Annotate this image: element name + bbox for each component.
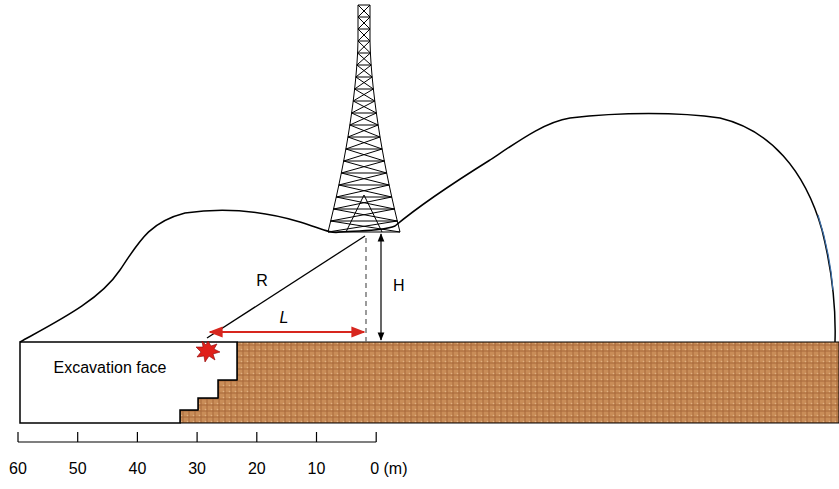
region-label-box: Excavation face — [24, 352, 196, 384]
scale-number: 20 — [248, 460, 266, 478]
scale-number: 0 (m) — [370, 460, 407, 478]
blast-symbol — [196, 341, 220, 362]
height-arrow — [380, 234, 381, 340]
distance-label: L — [280, 309, 289, 327]
transmission-tower — [328, 5, 400, 232]
scale-bar — [18, 432, 376, 442]
distance-arrow — [210, 331, 364, 333]
excavation-area — [20, 342, 237, 423]
scale-number: 30 — [188, 460, 206, 478]
region-label: Excavation face — [54, 359, 167, 377]
slope-mark — [818, 215, 833, 290]
rock-mass — [180, 342, 839, 423]
vertical-dashed-line — [365, 238, 366, 342]
scale-number: 10 — [308, 460, 326, 478]
hill-outline — [20, 114, 835, 343]
scale-number: 50 — [69, 460, 87, 478]
radius-line — [207, 236, 365, 338]
height-label: H — [393, 277, 405, 295]
radius-label: R — [256, 272, 268, 290]
scale-number: 60 — [9, 460, 27, 478]
scale-number: 40 — [129, 460, 147, 478]
